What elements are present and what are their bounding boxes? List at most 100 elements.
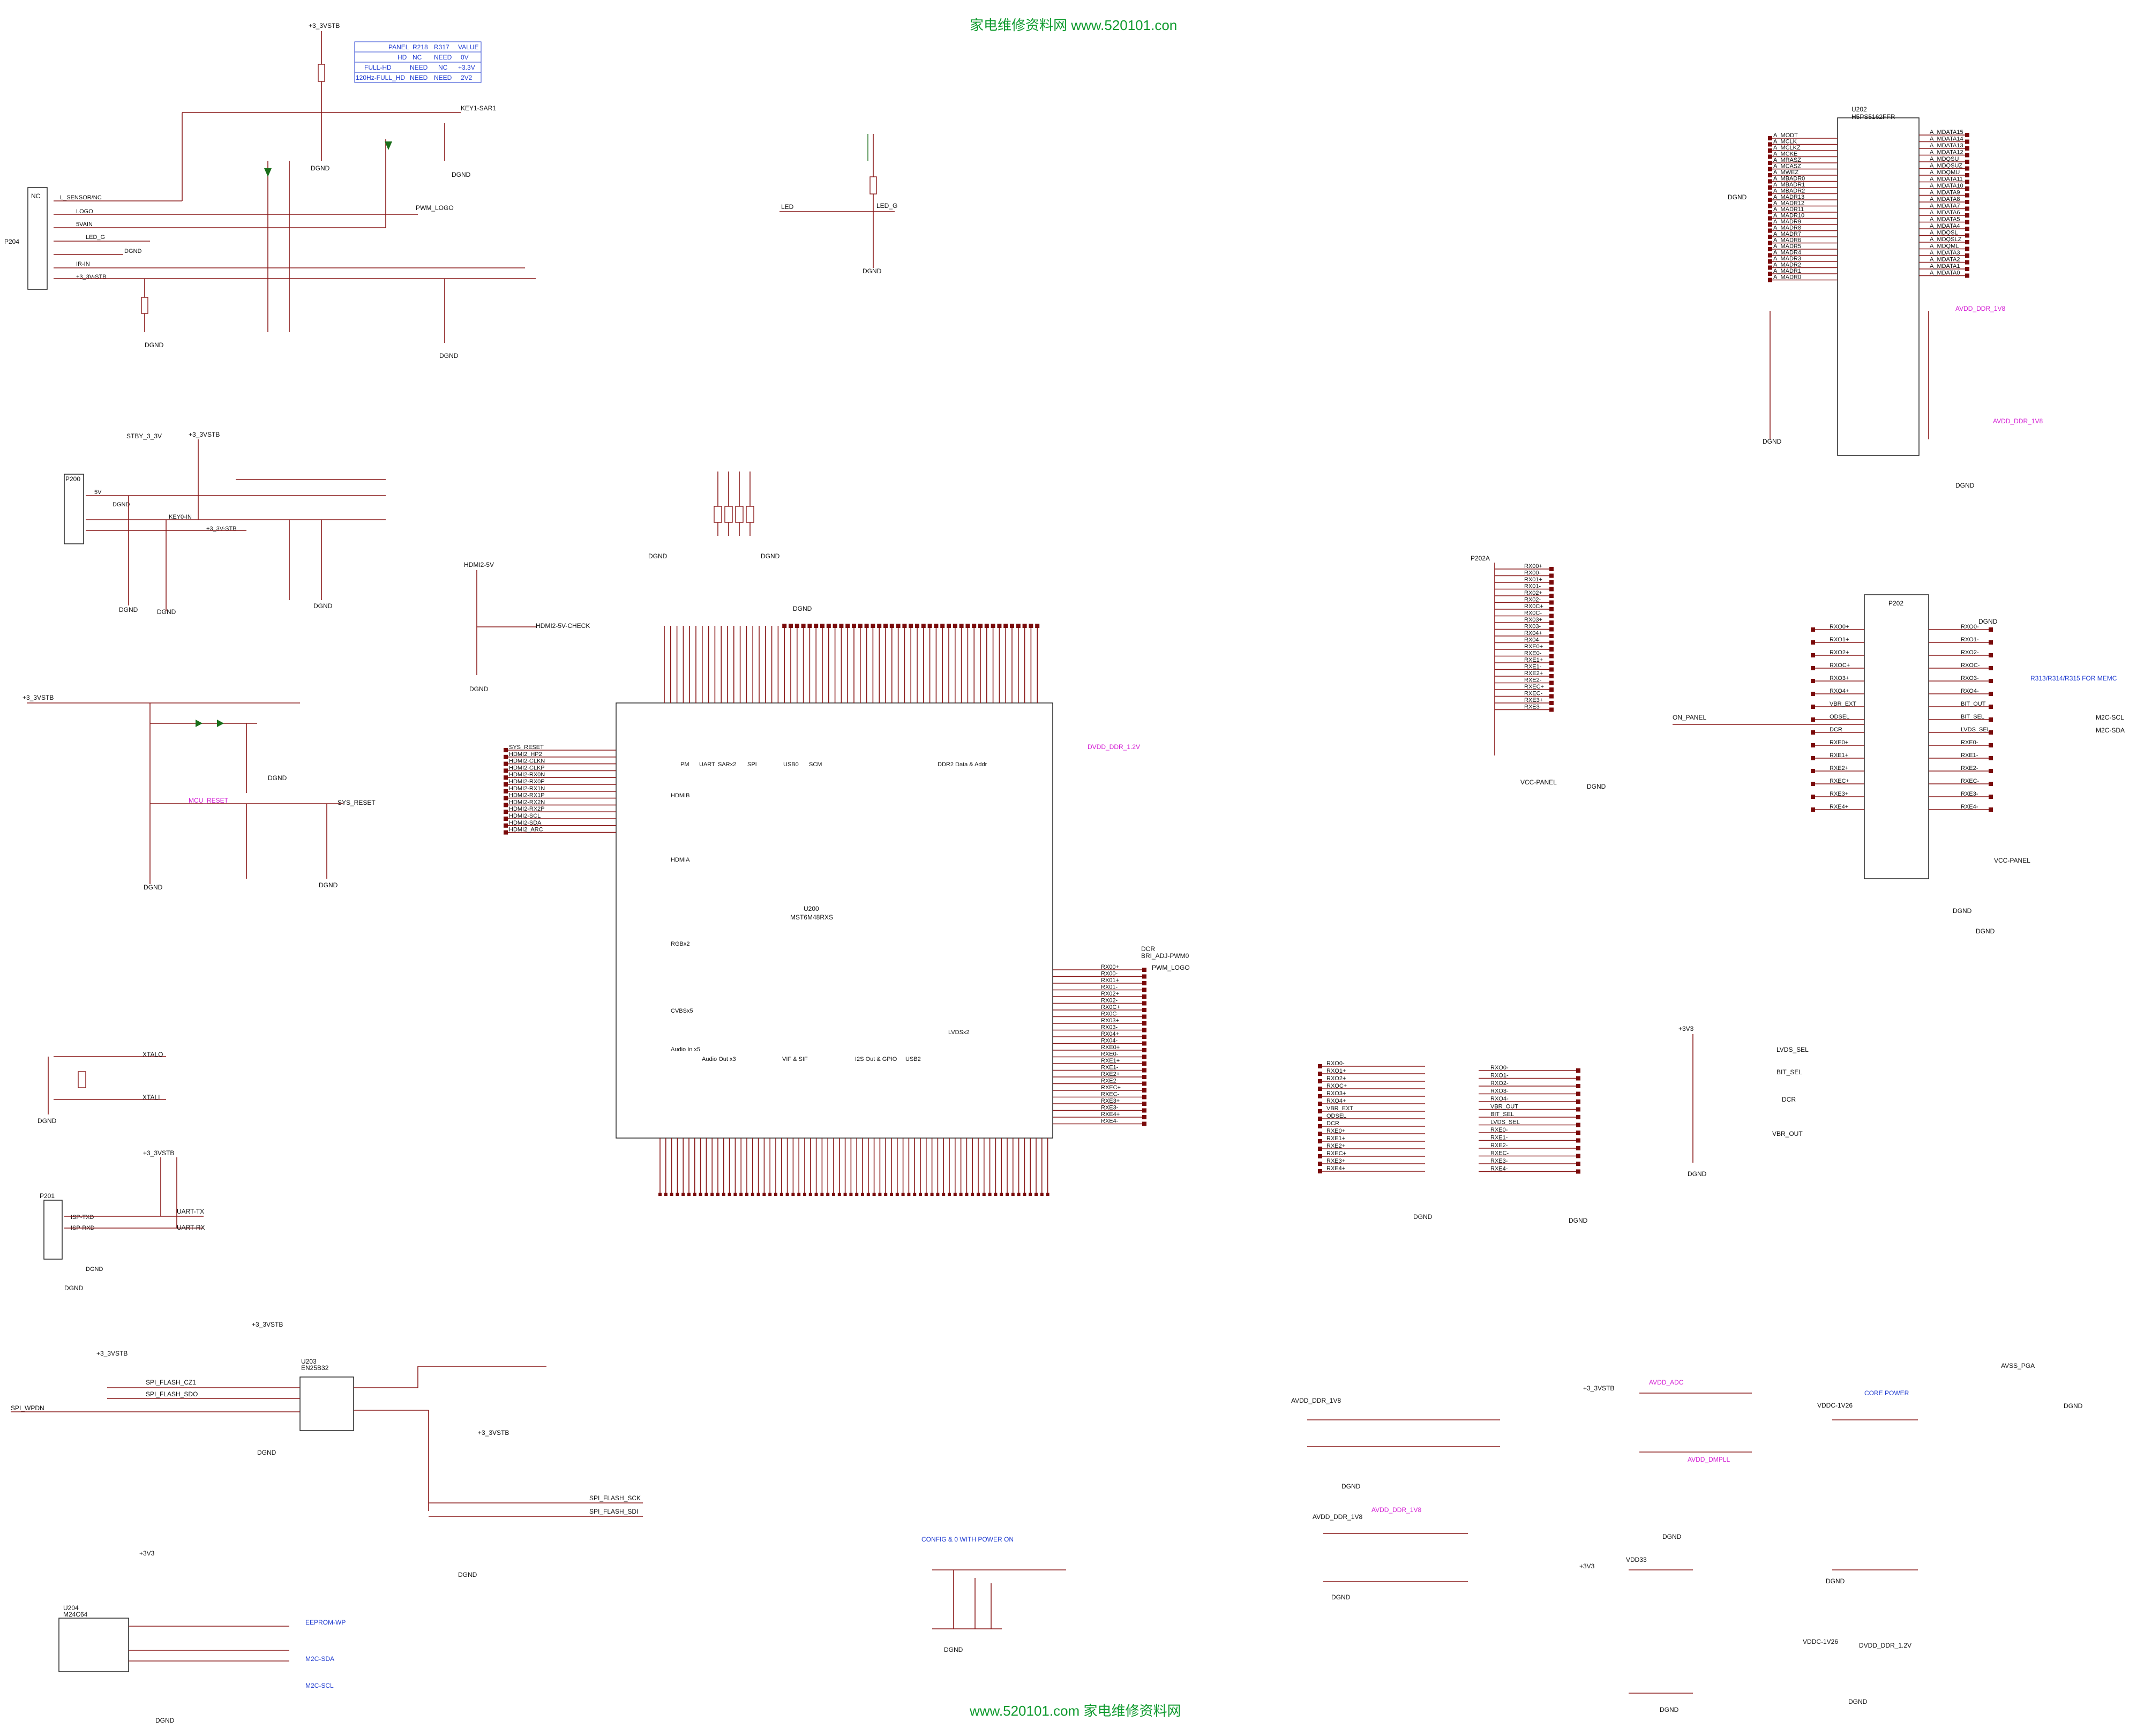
pin-marker [1576, 1107, 1580, 1112]
section-label: VIF & SIF [782, 1056, 808, 1062]
pin-marker [1965, 253, 1969, 258]
net-spi-wpdn: SPI_WPDN [11, 1404, 44, 1412]
pin-marker [1549, 573, 1554, 578]
pin-label: RXE4+ [1830, 804, 1848, 810]
chip-ref: U200 [804, 905, 819, 912]
ground-label: DGND [1978, 618, 1998, 625]
pin-marker [782, 624, 787, 628]
pin-label: A_MADR1 [1773, 268, 1801, 274]
section-label: CVBSx5 [671, 1008, 693, 1014]
power-label: +3_3VSTB [1583, 1385, 1614, 1392]
pin-marker [704, 1193, 708, 1196]
pin-label: RXO4+ [1326, 1098, 1346, 1104]
pin-marker [843, 1193, 847, 1196]
pin-label: SYS_RESET [509, 744, 544, 751]
pin-label: RX01- [1524, 583, 1541, 590]
watermark-top: 家电维修资料网 www.520101.con [970, 17, 1177, 33]
pin-marker [889, 624, 894, 628]
pin-label: RX02+ [1524, 590, 1542, 596]
pin-label: A_MDATA6 [1930, 209, 1960, 216]
pin-marker [1768, 259, 1772, 264]
pin-marker [1142, 1041, 1146, 1046]
pin-label: RX03- [1101, 1024, 1118, 1031]
pin-label: LVDS_SEL [1490, 1119, 1520, 1126]
pin-label: IR-IN [76, 261, 90, 267]
ground-label: DGND [1587, 783, 1606, 790]
pin-marker [1811, 769, 1815, 773]
section-label: UART [699, 761, 715, 768]
ground-label: DGND [64, 1284, 84, 1292]
pin-marker [699, 1193, 702, 1196]
ground-label: DGND [38, 1117, 57, 1125]
pin-marker [785, 1193, 789, 1196]
pin-marker [1142, 1102, 1146, 1106]
pin-marker [855, 1193, 859, 1196]
pin-marker [1989, 705, 1993, 709]
pin-marker [1965, 139, 1969, 144]
pin-marker [858, 624, 863, 628]
section-label: RGBx2 [671, 941, 689, 947]
pin-marker [1576, 1099, 1580, 1104]
pin-label: A_MADR2 [1773, 262, 1801, 268]
pin-label: RXO3+ [1830, 675, 1849, 682]
pin-marker [877, 624, 882, 628]
pin-label: RXO3+ [1326, 1090, 1346, 1097]
net-m2c-scl: M2C-SCL [305, 1682, 334, 1689]
pin-label: RXE0- [1101, 1051, 1119, 1058]
pin-marker [1989, 730, 1993, 735]
pin-marker [1023, 1193, 1026, 1196]
power-decoupling-block: AVDD_DDR_1V8 DGND AVDD_DDR_1V8 AVDD_DDR_… [1291, 1362, 2083, 1713]
pin-marker [1142, 1081, 1146, 1086]
pin-label: RXO0- [1326, 1060, 1345, 1067]
pin-marker [1989, 769, 1993, 773]
pin-marker [959, 1193, 963, 1196]
pin-marker [1811, 756, 1815, 760]
pin-marker [808, 1193, 812, 1196]
pin-label: LVDS_SEL [1961, 727, 1990, 733]
pin-marker [664, 1193, 668, 1196]
pin-marker [1549, 640, 1554, 645]
pin-marker [797, 1193, 801, 1196]
lvds-net-list: RX00+RX00-RX01+RX01-RX02+RX02-RX0C+RX0C-… [1053, 964, 1146, 1126]
net-spi-flash-sdi: SPI_FLASH_SDI [589, 1508, 638, 1515]
pin-label: A_MCLK [1773, 139, 1797, 145]
pin-marker [959, 624, 964, 628]
pin-marker [1811, 679, 1815, 683]
pin-label: RXO0+ [1830, 624, 1849, 630]
pin-label: RXE3- [1961, 791, 1978, 797]
pin-marker [895, 1193, 899, 1196]
pin-label: RXEC- [1524, 691, 1543, 697]
pin-marker [1768, 272, 1772, 276]
net-key1-sar1: KEY1-SAR1 [461, 104, 496, 112]
pin-label: A_MADR6 [1773, 237, 1801, 244]
pin-label: A_MADR8 [1773, 225, 1801, 231]
pin-label: RX00+ [1524, 563, 1542, 570]
power-label: +3_3VSTB [309, 22, 340, 29]
pin-marker [1768, 265, 1772, 270]
pin-marker [1965, 260, 1969, 265]
pin-marker [1965, 173, 1969, 177]
ground-label: DGND [1688, 1170, 1707, 1178]
pin-marker [504, 817, 508, 821]
pin-marker [1016, 624, 1021, 628]
pin-label: A_MADR3 [1773, 256, 1801, 262]
pin-marker [1318, 1154, 1322, 1158]
cap-bank-left: RXO0-RXO1+RXO2+RXOC+RXO3+RXO4+VBR_EXTODS… [1318, 1060, 1425, 1173]
pin-marker [953, 624, 957, 628]
pin-label: BIT_SEL [1490, 1111, 1514, 1118]
pin-marker [942, 1193, 946, 1196]
pin-marker [504, 796, 508, 800]
pin-label: HDMI2-RX1N [509, 785, 545, 792]
pin-label: RXOC- [1961, 662, 1980, 669]
p202-block: P202 RXO0+RXO1+RXO2+RXOC+RXO3+RXO4+VBR_E… [1673, 594, 2125, 935]
net-avdd-dmpll: AVDD_DMPLL [1688, 1456, 1730, 1463]
pin-marker [1318, 1132, 1322, 1136]
pin-label: RX01+ [1524, 577, 1542, 583]
pin-marker [1549, 567, 1554, 571]
pin-marker [774, 1193, 777, 1196]
pin-label: A_MDATA13 [1930, 143, 1963, 149]
pin-label: A_MBADR1 [1773, 182, 1805, 188]
pin-marker [988, 1193, 992, 1196]
chip-part: MST6M48RXS [790, 914, 833, 921]
